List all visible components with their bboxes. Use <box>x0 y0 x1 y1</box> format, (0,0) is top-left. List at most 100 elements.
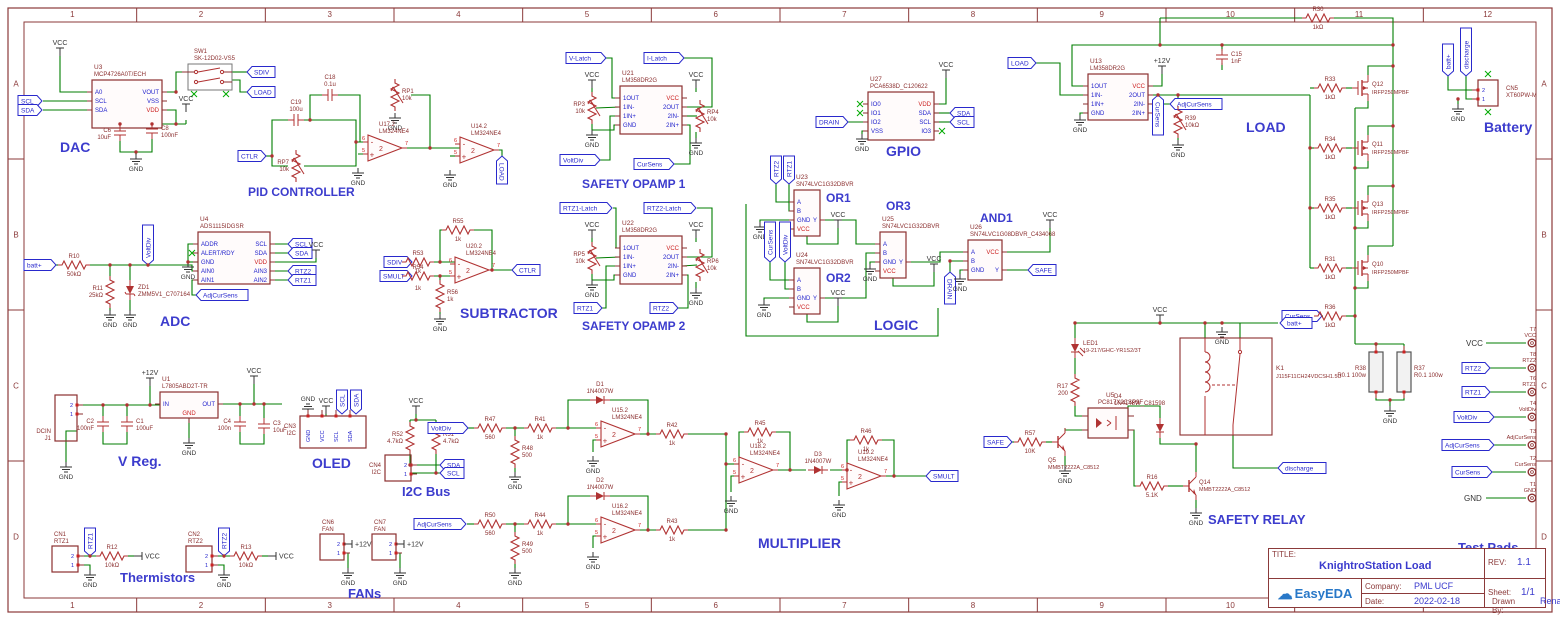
net-port-discharge[interactable]: discharge <box>1460 27 1472 77</box>
resistor-R10[interactable] <box>58 259 90 271</box>
resistor-RP3[interactable] <box>586 92 598 124</box>
net-port-RTZ2[interactable]: RTZ2 <box>770 155 782 185</box>
power-symbol-VCC[interactable]: VCC <box>689 72 704 88</box>
ic-U22[interactable]: U22LM358DR2G1OUT1IN-1IN+GNDVCC2OUT2IN-2I… <box>615 220 687 285</box>
net-port-DRAIN[interactable]: DRAIN <box>944 271 956 305</box>
net-port-SCL[interactable]: SCL <box>949 116 975 128</box>
net-port-RTZ1-Latch[interactable]: RTZ1-Latch <box>559 202 613 214</box>
resistor-R31[interactable] <box>1314 262 1346 274</box>
gnd-symbol[interactable]: GND <box>586 456 601 475</box>
resistor-R34[interactable] <box>1314 142 1346 154</box>
net-port-VoltDiv[interactable]: VoltDiv <box>142 224 154 266</box>
net-port-SDA[interactable]: SDA <box>287 247 313 259</box>
net-port-SAFE[interactable]: SAFE <box>983 436 1013 448</box>
resistor-R50[interactable] <box>474 518 506 530</box>
gnd-symbol[interactable]: GND <box>689 138 704 157</box>
gnd-symbol[interactable]: GND <box>586 552 601 571</box>
ic-U27[interactable]: U27PCA6538D_C120622IO0IO1IO2VSSVDDSDASCL… <box>863 76 939 141</box>
gnd-symbol[interactable]: GND <box>1073 115 1088 134</box>
net-port-LOAD[interactable]: LOAD <box>496 155 508 185</box>
resistor-R52[interactable] <box>404 422 416 454</box>
power-symbol-VCC[interactable]: VCC <box>134 552 160 561</box>
net-port-VoltDiv[interactable]: VoltDiv <box>427 422 469 434</box>
net-port-SAFE[interactable]: SAFE <box>1027 264 1057 276</box>
net-port-I-Latch[interactable]: I-Latch <box>643 52 685 64</box>
net-port-batt+[interactable]: batt+ <box>23 259 57 271</box>
power-symbol-VCC[interactable]: VCC <box>1153 307 1168 323</box>
gnd-symbol[interactable]: GND <box>1215 327 1230 346</box>
power-symbol-+12V[interactable]: +12V <box>396 540 424 549</box>
power-symbol-VCC[interactable]: VCC <box>927 256 942 272</box>
resistor-R12[interactable] <box>96 550 128 562</box>
resistor-R11[interactable] <box>104 276 116 308</box>
power-symbol-VCC[interactable]: VCC <box>309 242 324 258</box>
net-port-V-Latch[interactable]: V-Latch <box>565 52 607 64</box>
gnd-symbol[interactable]: GND <box>508 568 523 587</box>
gnd-symbol[interactable]: GND <box>953 274 968 293</box>
power-symbol-+12V[interactable]: +12V <box>142 370 159 386</box>
resistor-RP4[interactable] <box>694 100 706 132</box>
power-symbol-VCC[interactable]: VCC <box>689 222 704 238</box>
power-symbol-VCC[interactable]: VCC <box>247 368 262 384</box>
net-port-SMULT[interactable]: SMULT <box>925 470 959 482</box>
net-port-CurSens[interactable]: CurSens <box>764 221 776 263</box>
power-symbol-VCC[interactable]: VCC <box>179 96 194 112</box>
net-port-RTZ2[interactable]: RTZ2 <box>1461 362 1491 374</box>
resistor-R36[interactable] <box>1314 310 1346 322</box>
net-port-CTLR[interactable]: CTLR <box>237 150 267 162</box>
power-symbol-VCC[interactable]: VCC <box>319 398 334 414</box>
resistor-R55[interactable] <box>442 224 474 236</box>
resistor-R35[interactable] <box>1314 202 1346 214</box>
gnd-symbol[interactable]: GND <box>1171 140 1186 159</box>
net-port-RTZ1[interactable]: RTZ1 <box>573 302 603 314</box>
resistor-R54[interactable] <box>402 270 434 282</box>
net-port-RTZ1[interactable]: RTZ1 <box>1461 386 1491 398</box>
gnd-symbol[interactable]: GND <box>855 134 870 153</box>
resistor-R39[interactable] <box>1172 106 1184 138</box>
gnd-symbol[interactable]: GND <box>103 310 118 329</box>
gnd-symbol[interactable]: GND <box>585 130 600 149</box>
net-port-RTZ2-Latch[interactable]: RTZ2-Latch <box>643 202 697 214</box>
net-port-SCL[interactable]: SCL <box>439 467 465 479</box>
gnd-symbol[interactable]: GND <box>351 168 366 187</box>
gnd-symbol[interactable]: GND <box>181 262 196 281</box>
power-symbol-VCC[interactable]: VCC <box>1043 212 1058 228</box>
gnd-symbol[interactable]: GND <box>832 500 847 519</box>
net-port-AdjCurSens[interactable]: AdjCurSens <box>1441 439 1495 451</box>
power-symbol-VCC[interactable]: VCC <box>585 72 600 88</box>
net-port-SDA[interactable]: SDA <box>350 389 362 415</box>
gnd-symbol[interactable]: GND <box>59 462 74 481</box>
gnd-symbol[interactable]: GND <box>182 438 197 457</box>
resistor-R43[interactable] <box>656 524 688 536</box>
resistor-R33[interactable] <box>1314 82 1346 94</box>
net-port-DRAIN[interactable]: DRAIN <box>815 116 849 128</box>
